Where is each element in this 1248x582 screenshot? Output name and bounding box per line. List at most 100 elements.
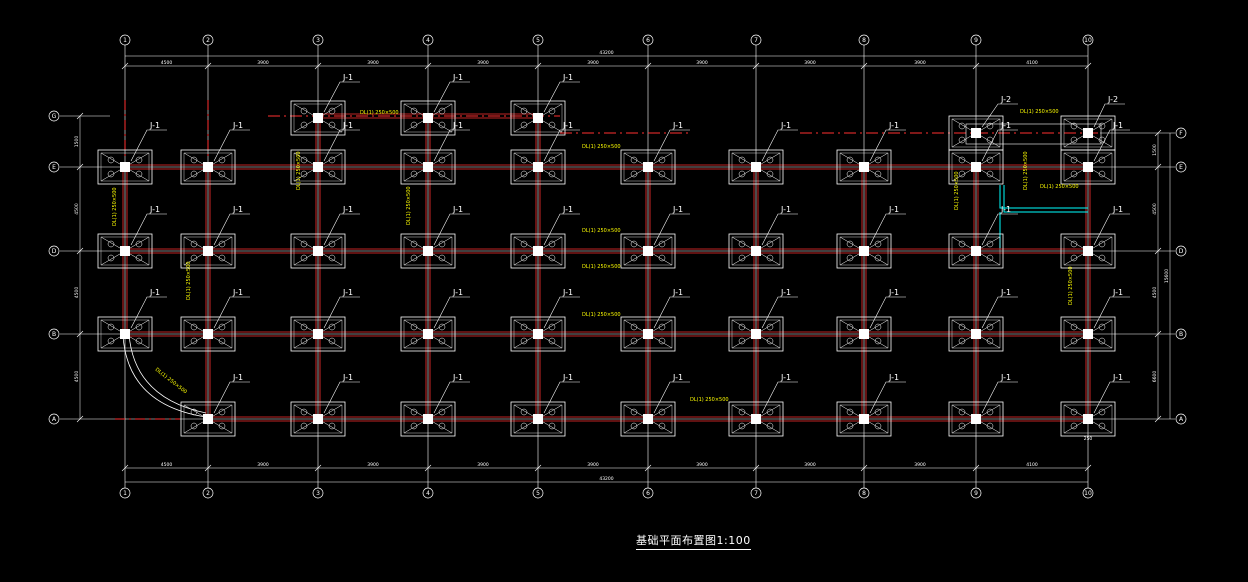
footing-column: [203, 329, 213, 339]
footing-leader: [761, 129, 798, 162]
footing-bolt: [410, 323, 418, 331]
footing-leader: [761, 213, 798, 246]
footing-leader: [653, 129, 690, 162]
footing-column: [533, 162, 543, 172]
axis-bubble-bottom-10: 10: [1082, 487, 1094, 499]
footing-inner: [839, 404, 889, 434]
axis-bubble-label: A: [1179, 416, 1184, 423]
footing-column: [751, 246, 761, 256]
footing-column: [313, 113, 323, 123]
footing-leader: [543, 213, 580, 246]
footing-bolt: [630, 323, 638, 331]
axis-bubble-circle: [858, 34, 870, 46]
axis-bubble-circle: [750, 34, 762, 46]
footing-inner: [951, 118, 1001, 148]
footing-leader: [213, 381, 250, 414]
footing-leader: [869, 381, 906, 414]
footing-bolt: [1098, 254, 1106, 262]
footing-outline: [180, 401, 236, 437]
axis-bubble-bottom-4: 4: [422, 487, 434, 499]
dimension-label: 4100: [1026, 462, 1038, 468]
footing-bolt: [328, 422, 336, 430]
footing-column: [203, 162, 213, 172]
footing-leader: [323, 213, 360, 246]
footing-leader: [433, 81, 470, 113]
footing-bolt: [874, 337, 882, 345]
footing-bolt: [1070, 323, 1078, 331]
axis-bubble-label: 10: [1084, 37, 1092, 44]
footing-leader: [213, 129, 250, 162]
footing-inner: [100, 236, 150, 266]
axis-bubble-left-E: E: [48, 161, 60, 173]
footing-label: J-1: [888, 373, 899, 382]
footing-j-1: [290, 233, 346, 269]
curved-beam: [122, 335, 207, 418]
axis-bubble-left-D: D: [48, 245, 60, 257]
footing-j-1: [180, 316, 236, 352]
footing-bolt: [328, 240, 336, 248]
footing-bolt: [986, 422, 994, 430]
axis-bubble-circle: [642, 487, 654, 499]
footing-label: J-1: [149, 121, 160, 130]
footing-label: J-1: [1000, 205, 1011, 214]
footing-bolt: [190, 337, 198, 345]
footing-bolt: [218, 156, 226, 164]
footing-inner: [183, 404, 233, 434]
footing-outline: [1060, 115, 1116, 151]
footing-label: J-1: [1112, 288, 1123, 297]
footing-bolt: [958, 156, 966, 164]
footing-label: J-1: [1000, 373, 1011, 382]
footing-j-1: [400, 233, 456, 269]
footing-bolt: [438, 240, 446, 248]
footing-j-1: [510, 149, 566, 185]
footing-bolt: [520, 422, 528, 430]
footing-outline: [728, 233, 784, 269]
footing-leader: [1093, 381, 1130, 414]
footing-label: J-1: [780, 205, 791, 214]
footing-j-1: [510, 233, 566, 269]
footing-inner: [623, 236, 673, 266]
footing-j-1: [620, 316, 676, 352]
footing-bolt: [986, 170, 994, 178]
footing-bolt: [410, 240, 418, 248]
footing-bolt: [218, 323, 226, 331]
footing-bolt: [135, 156, 143, 164]
footing-inner: [951, 152, 1001, 182]
axis-bubble-circle: [48, 328, 60, 340]
footing-label: J-1: [672, 288, 683, 297]
footing-bolt: [300, 156, 308, 164]
footing-bolt: [300, 254, 308, 262]
axis-bubble-label: D: [1179, 248, 1184, 255]
footing-leader: [323, 296, 360, 329]
footing-bolt: [630, 408, 638, 416]
footing-bolt: [328, 107, 336, 115]
axis-bubble-circle: [202, 34, 214, 46]
footing-leader: [869, 213, 906, 246]
footing-column: [203, 414, 213, 424]
footing-column: [313, 162, 323, 172]
footing-column: [643, 414, 653, 424]
footing-outline: [97, 316, 153, 352]
footing-j-1: [97, 316, 153, 352]
footing-label: J-1: [672, 373, 683, 382]
footing-bolt: [410, 408, 418, 416]
footing-bolt: [1098, 170, 1106, 178]
footing-label: J-1: [888, 121, 899, 130]
axis-bubble-bottom-1: 1: [119, 487, 131, 499]
axis-bubble-label: 4: [426, 490, 430, 497]
footing-bolt: [1098, 422, 1106, 430]
footing-outline: [836, 316, 892, 352]
footing-label: J-1: [452, 121, 463, 130]
dimension-label: 3900: [914, 60, 926, 66]
footing-bolt: [438, 107, 446, 115]
footing-label: J-1: [232, 205, 243, 214]
footing-label: J-1: [452, 205, 463, 214]
axis-bubble-circle: [422, 487, 434, 499]
footing-bolt: [630, 170, 638, 178]
footing-bolt: [548, 121, 556, 129]
axis-bubble-bottom-5: 5: [532, 487, 544, 499]
axis-bubble-label: F: [1179, 130, 1183, 137]
